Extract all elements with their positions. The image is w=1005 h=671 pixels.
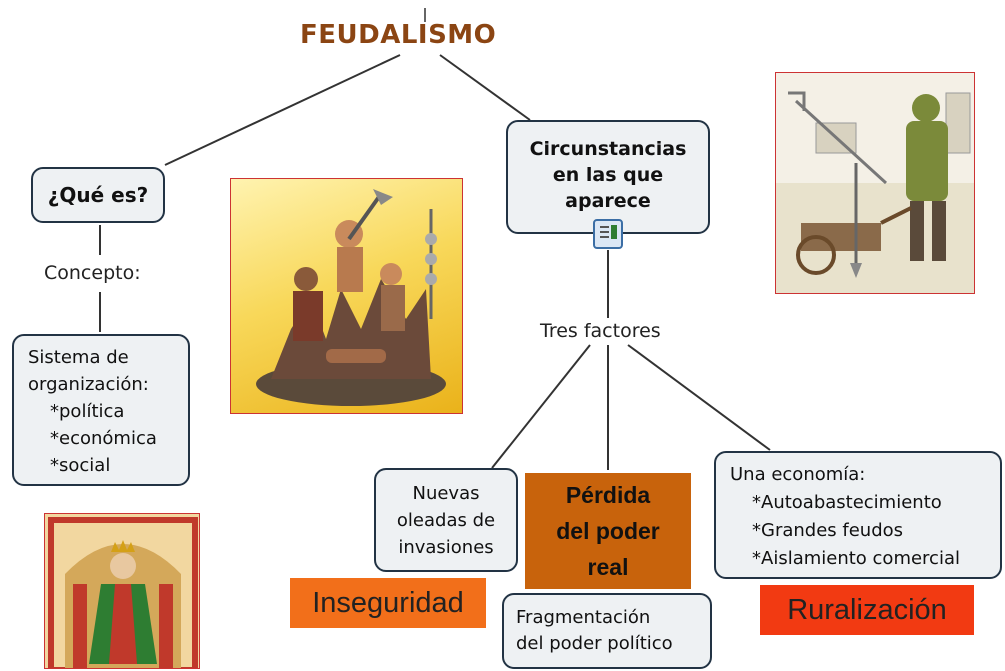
economia-node[interactable]: Una economía: *Autoabastecimiento *Grand… (714, 451, 1002, 579)
peasant-image (775, 72, 975, 294)
fragmentacion-node[interactable]: Fragmentación del poder político (502, 593, 712, 669)
sistema-line-1: Sistema de (28, 347, 129, 368)
nuevas-line-1: Nuevas (412, 483, 480, 504)
battle-image (230, 178, 463, 414)
document-icon[interactable] (593, 219, 623, 249)
nuevas-line-2: oleadas de (396, 510, 496, 531)
page-title: FEUDALISMO (300, 20, 497, 50)
tres-factores-label: Tres factores (540, 320, 661, 342)
circunstancias-node[interactable]: Circunstancias en las que aparece (506, 120, 710, 234)
ruralizacion-label: Ruralización (760, 585, 974, 635)
perdida-poder-node[interactable]: Pérdida del poder real (525, 473, 691, 589)
economia-line-3: *Grandes feudos (752, 520, 904, 541)
concepto-label: Concepto: (44, 262, 141, 284)
circunstancias-label: Circunstancias en las que aparece (529, 138, 687, 212)
perdida-line-2: del poder (556, 518, 660, 544)
nuevas-oleadas-node[interactable]: Nuevas oleadas de invasiones (374, 468, 518, 572)
economia-line-4: *Aislamiento comercial (752, 548, 960, 569)
peasant-icon (776, 91, 974, 293)
sistema-line-4: *económica (50, 428, 157, 449)
nuevas-line-3: invasiones (398, 537, 494, 558)
perdida-line-3: real (587, 554, 629, 580)
sistema-node[interactable]: Sistema de organización: *política *econ… (12, 334, 190, 486)
king-icon (45, 514, 199, 668)
inseguridad-text: Inseguridad (312, 587, 464, 619)
ruralizacion-text: Ruralización (787, 594, 947, 626)
que-es-label: ¿Qué es? (47, 183, 149, 207)
sistema-line-3: *política (50, 401, 125, 422)
fragmentacion-line-1: Fragmentación (516, 607, 651, 628)
perdida-line-1: Pérdida (565, 482, 651, 508)
king-image (44, 513, 200, 669)
economia-line-2: *Autoabastecimiento (752, 492, 942, 513)
economia-line-1: Una economía: (730, 464, 866, 485)
sistema-line-5: *social (50, 455, 111, 476)
fragmentacion-line-2: del poder político (516, 633, 673, 654)
sistema-line-2: organización: (28, 374, 149, 395)
que-es-node[interactable]: ¿Qué es? (31, 167, 165, 223)
battle-figurine-icon (256, 189, 446, 406)
inseguridad-label: Inseguridad (290, 578, 486, 628)
